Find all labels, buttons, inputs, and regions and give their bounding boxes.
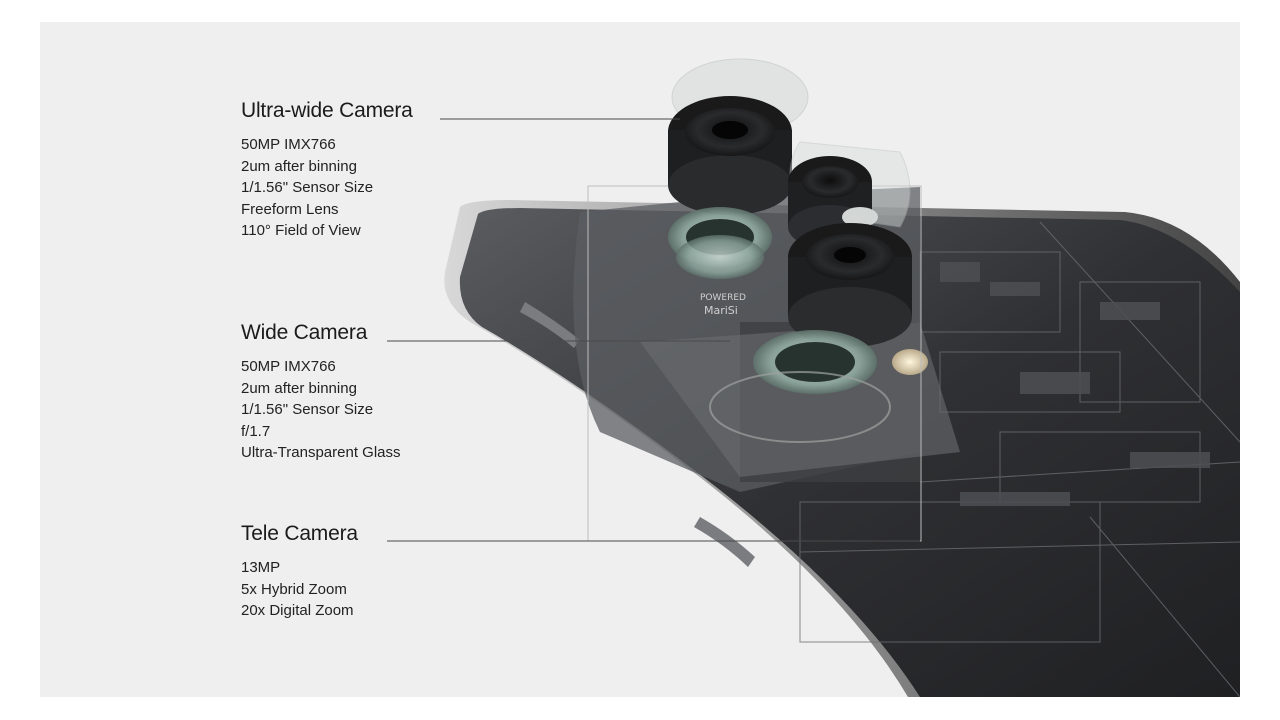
ultra-wide-camera-callout: Ultra-wide Camera 50MP IMX766 2um after … (241, 98, 413, 242)
wide-camera-specs: 50MP IMX766 2um after binning 1/1.56" Se… (241, 356, 401, 464)
spec-item: 110° Field of View (241, 222, 361, 239)
ultra-wide-camera-specs: 50MP IMX766 2um after binning 1/1.56" Se… (241, 134, 413, 242)
spec-item: 5x Hybrid Zoom (241, 580, 347, 598)
module-text-brand: MariSi (704, 304, 738, 317)
spec-item: 1/1.56" Sensor Size (241, 179, 374, 196)
tele-camera-callout: Tele Camera 13MP 5x Hybrid Zoom 20x Digi… (241, 521, 358, 622)
spec-item: Ultra-Transparent Glass (241, 444, 401, 461)
wide-lens-stack (709, 223, 912, 443)
spec-item: 13MP (241, 559, 281, 576)
spec-item: 2um after binning (241, 379, 357, 397)
phone-exploded-illustration: POWERED MariSi (387, 58, 1240, 697)
spec-item: 50MP IMX766 (241, 136, 336, 153)
spec-item: f/1.7 (241, 422, 271, 440)
product-panel: POWERED MariSi (40, 22, 1240, 697)
wide-camera-title: Wide Camera (241, 321, 368, 344)
flash-icon (892, 349, 928, 375)
tele-camera-specs: 13MP 5x Hybrid Zoom 20x Digital Zoom (241, 557, 358, 622)
module-text-powered: POWERED (700, 293, 746, 303)
ultra-wide-lens-stack (668, 58, 809, 279)
spec-item: 1/1.56" Sensor Size (241, 401, 374, 418)
spec-item: Freeform Lens (241, 200, 339, 218)
spec-item: 50MP IMX766 (241, 358, 336, 375)
spec-item: 2um after binning (241, 157, 357, 175)
ultra-wide-camera-title: Ultra-wide Camera (241, 99, 413, 122)
spec-item: 20x Digital Zoom (241, 602, 354, 619)
wide-camera-callout: Wide Camera 50MP IMX766 2um after binnin… (241, 320, 401, 464)
tele-camera-title: Tele Camera (241, 522, 358, 545)
